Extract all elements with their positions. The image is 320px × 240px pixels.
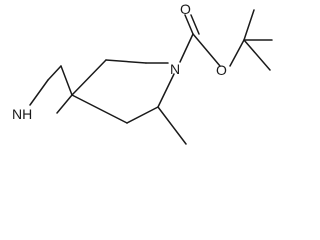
bond-tbu-methyl-lower <box>243 39 271 71</box>
molecule-structure-diagram: NH N O O <box>12 1 273 145</box>
bond-piperidine-n-lower <box>157 73 175 108</box>
atom-label-azetidine-nh: NH <box>12 106 32 122</box>
bond-piperidine-spiro-upper <box>71 59 107 96</box>
bond-carbonyl-double-1 <box>184 14 194 35</box>
bond-piperidine-spiro-lower <box>71 94 128 124</box>
bond-methyl <box>157 106 187 145</box>
bond-carbonyl-double-2 <box>190 14 200 35</box>
bond-ester-o-quaternary <box>229 39 245 67</box>
bond-azetidine-top <box>47 65 62 81</box>
bond-azetidine-left <box>29 79 49 106</box>
bond-piperidine-top <box>105 59 147 64</box>
atom-label-piperidine-n: N <box>170 61 180 77</box>
bond-tbu-methyl-top <box>243 9 255 41</box>
bond-azetidine-bottom <box>56 94 73 114</box>
bond-piperidine-bottom <box>126 106 159 124</box>
bond-azetidine-right <box>60 65 73 96</box>
bond-carbonyl-ester-o <box>192 33 221 67</box>
atom-label-carbonyl-o: O <box>180 1 191 17</box>
bond-n-carbonyl <box>179 33 194 63</box>
atom-label-ester-o: O <box>216 62 227 78</box>
